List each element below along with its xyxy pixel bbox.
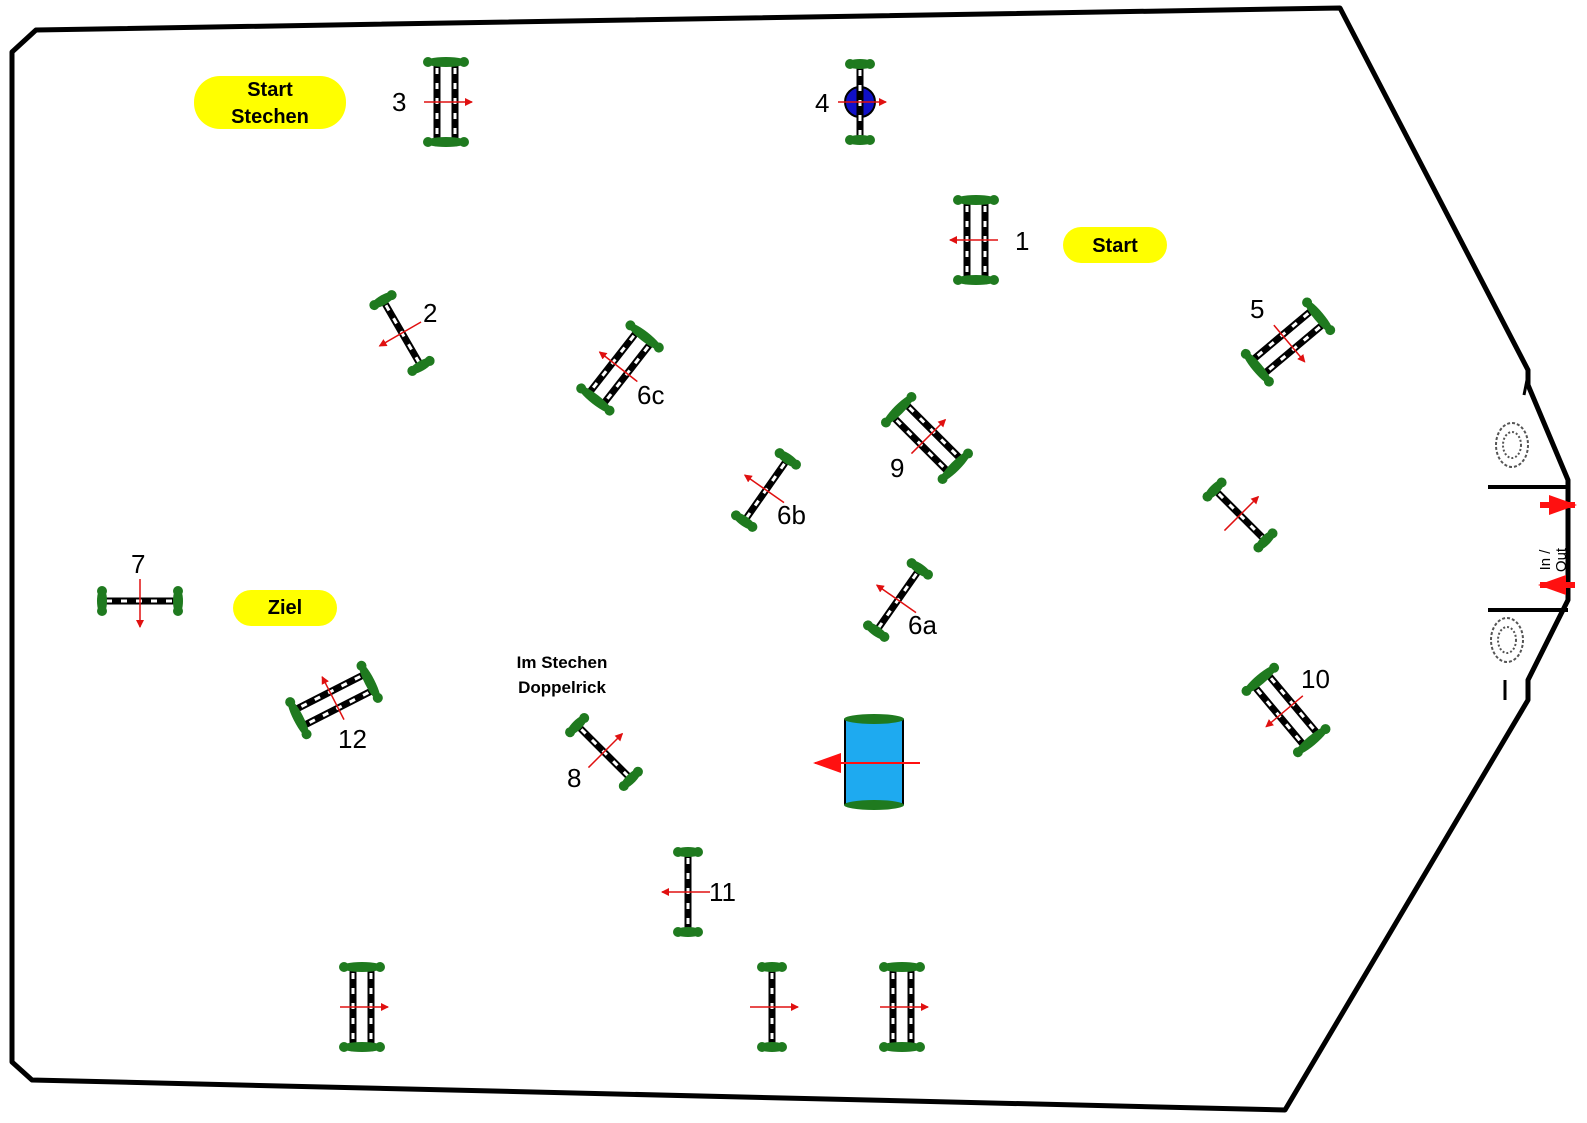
start-stechen-label: Start Stechen <box>194 76 346 129</box>
number-1: 1 <box>1015 226 1029 256</box>
obstacle-stechen-d <box>1202 477 1278 553</box>
svg-text:Stechen: Stechen <box>231 106 309 128</box>
number-2: 2 <box>423 298 437 328</box>
direction-arrow <box>910 418 947 455</box>
direction-arrow <box>1265 695 1304 728</box>
number-5: 5 <box>1250 294 1264 324</box>
obstacle-10 <box>1241 662 1331 758</box>
obstacle-stechen-b <box>750 962 799 1052</box>
svg-text:Start: Start <box>1092 235 1138 257</box>
obstacle-4 <box>838 59 887 145</box>
number-6c: 6c <box>637 380 664 410</box>
svg-text:Im Stechen: Im Stechen <box>517 653 608 672</box>
flower-pot-icon <box>1495 422 1529 468</box>
direction-arrow <box>1273 324 1306 363</box>
direction-arrow <box>743 474 785 504</box>
flower-pot-icon <box>1490 617 1524 663</box>
obstacle-12 <box>285 660 383 740</box>
number-11: 11 <box>709 877 736 907</box>
obstacle-stechen-c <box>879 962 929 1052</box>
number-7: 7 <box>131 549 145 579</box>
obstacle-7 <box>97 579 183 628</box>
obstacle-stechen-a <box>339 962 389 1052</box>
obstacle-layer <box>97 57 1336 1052</box>
ziel-label: Ziel <box>233 590 337 626</box>
obstacle-numbers: 1 2 3 4 5 6a 6b 6c 7 8 9 10 11 12 <box>131 87 1330 907</box>
number-4: 4 <box>815 88 829 118</box>
direction-arrow <box>1223 495 1260 532</box>
gate-label-out: Out <box>1553 547 1570 572</box>
svg-text:Doppelrick: Doppelrick <box>518 678 606 697</box>
number-12: 12 <box>338 724 367 754</box>
obstacle-6b <box>731 448 801 532</box>
gate[interactable]: In / Out <box>1488 374 1577 700</box>
direction-arrow <box>598 351 638 383</box>
arena-outline <box>9 5 1571 1113</box>
obstacle-2 <box>369 290 435 376</box>
gate-label-in: In / <box>1537 549 1554 571</box>
obstacle-1 <box>949 195 999 285</box>
obstacle-6a <box>863 558 933 642</box>
obstacle-8 <box>565 713 643 791</box>
number-6b: 6b <box>777 500 806 530</box>
direction-arrow <box>321 675 345 720</box>
start-label: Start <box>1063 227 1167 263</box>
obstacle-3 <box>423 57 473 147</box>
direction-arrow <box>587 732 624 769</box>
obstacle-5 <box>1240 297 1336 387</box>
direction-arrow <box>378 321 422 347</box>
obstacle-11 <box>661 847 710 937</box>
svg-text:Ziel: Ziel <box>268 597 302 619</box>
direction-arrow <box>875 584 917 614</box>
number-10: 10 <box>1301 664 1330 694</box>
number-9: 9 <box>890 453 904 483</box>
svg-text:Start: Start <box>247 79 293 101</box>
number-8: 8 <box>567 763 581 793</box>
water-jump <box>813 714 920 810</box>
obstacle-6c <box>576 320 664 416</box>
number-6a: 6a <box>908 610 937 640</box>
obstacle-9 <box>880 391 974 485</box>
number-3: 3 <box>392 87 406 117</box>
stechen-note: Im Stechen Doppelrick <box>517 653 608 697</box>
